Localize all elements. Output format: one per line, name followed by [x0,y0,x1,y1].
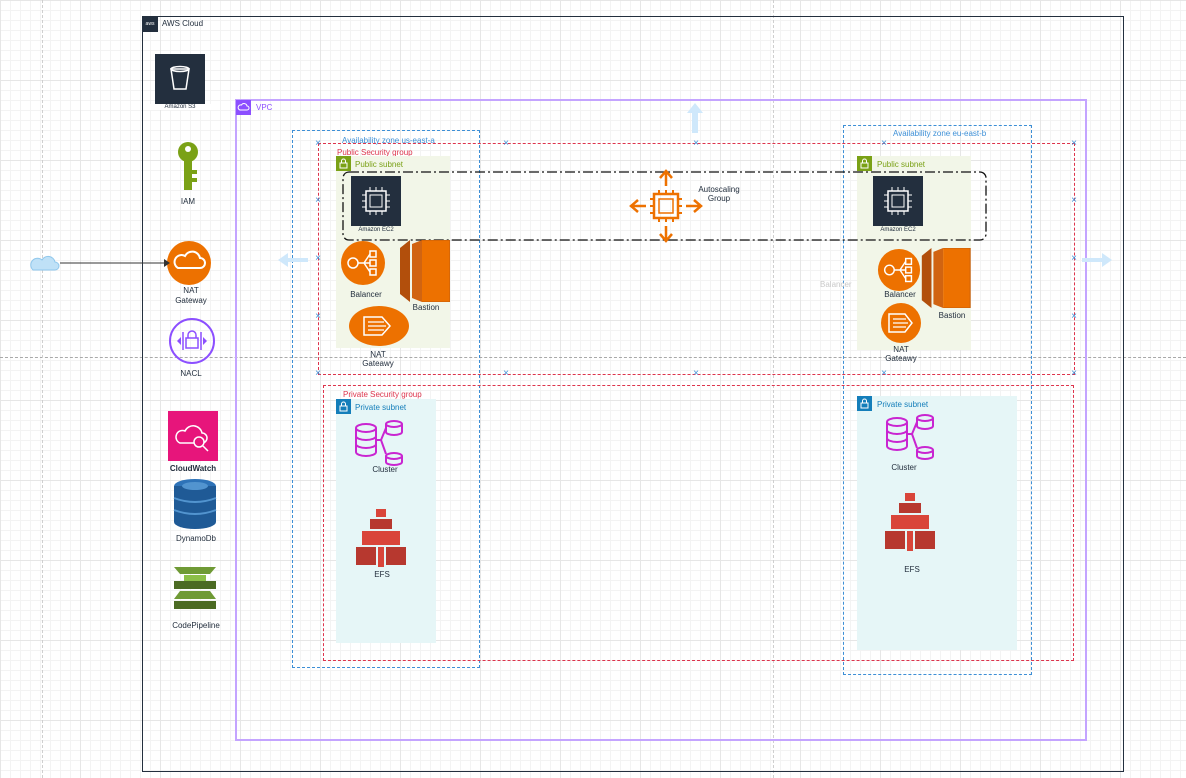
handle-mark[interactable]: × [315,253,321,264]
public-security-group[interactable] [318,143,1075,375]
guide-vertical [42,0,43,778]
autoscaling-label: Autoscaling Group [698,185,740,203]
handle-mark[interactable]: × [315,195,321,206]
connection-arrow [60,258,170,268]
bastion-label: Bastion [412,303,440,312]
handle-mark[interactable]: × [693,138,699,149]
database-cluster-icon[interactable] [354,418,404,466]
efs-icon[interactable] [885,493,935,551]
cluster-label: Cluster [372,465,398,474]
balancer-label: Balancer [884,290,916,299]
availability-zone-b-label: Availability zone eu-east-b [893,129,987,138]
nat-gateway-icon[interactable] [166,240,212,286]
vpc-icon [236,100,251,115]
nat-gateway-label: NAT Gateawy [362,350,394,368]
private-subnet-b-label: Private subnet [877,400,929,409]
public-subnet-a-label: Public subnet [355,160,404,169]
vpc-label: VPC [256,103,273,112]
load-balancer-icon[interactable] [877,248,921,292]
handle-mark[interactable]: × [1071,253,1077,264]
dynamodb-label: DynamoDb [175,534,216,543]
database-cluster-icon[interactable] [885,412,935,460]
aws-logo-icon: aws [142,16,158,32]
handle-mark[interactable]: × [1071,311,1077,322]
autoscaling-icon[interactable] [628,168,704,244]
balancer-label: Balancer [350,290,382,299]
aws-cloud-group[interactable] [142,16,1124,772]
lock-icon [336,399,351,414]
private-security-group[interactable] [323,385,1074,661]
aws-cloud-label: AWS Cloud [162,19,204,28]
private-security-group-label: Private Security group [343,390,422,399]
ec2-instance-icon[interactable] [351,176,401,226]
handle-mark[interactable]: × [1071,195,1077,206]
handle-mark[interactable]: × [503,138,509,149]
s3-bucket-icon[interactable] [155,54,205,104]
availability-zone-a-label: Availability zone us-east-a [342,136,435,145]
handle-mark[interactable]: × [503,368,509,379]
nat-gateway-icon[interactable] [348,305,410,347]
nat-gateway-label: NAT Gateawy [885,345,917,363]
vpc-group[interactable] [235,99,1087,741]
codepipeline-label: CodePipeline [172,621,220,630]
handle-mark[interactable]: × [315,311,321,322]
codepipeline-icon[interactable] [172,561,218,611]
dynamodb-icon[interactable] [172,478,218,530]
iam-key-icon[interactable] [172,140,204,192]
lock-icon [857,396,872,411]
nacl-label: NACL [180,369,202,378]
ec2-instance-icon[interactable] [873,176,923,226]
handle-mark[interactable]: × [315,368,321,379]
efs-icon[interactable] [356,509,406,567]
availability-zone-b[interactable] [843,125,1032,675]
faint-arrow-left [278,253,308,267]
bastion-host-icon[interactable] [400,240,450,302]
efs-label: EFS [374,570,390,579]
faint-arrow-right [1082,253,1112,267]
cloudwatch-icon[interactable] [168,411,218,461]
handle-mark[interactable]: × [315,138,321,149]
private-subnet-b[interactable] [857,396,1017,650]
lock-icon [336,156,351,171]
nat-gateway-label: NAT Gateway [175,286,207,305]
faint-arrow-up [687,103,703,133]
private-subnet-a-label: Private subnet [355,403,407,412]
guide-vertical [773,0,774,778]
ec2-label: Amazon EC2 [358,227,394,233]
nat-gateway-icon[interactable] [879,302,923,344]
handle-mark[interactable]: × [881,138,887,149]
guide-horizontal [0,357,1186,358]
nacl-icon[interactable] [167,316,217,366]
faint-balancer-label: Balancer [820,280,852,289]
s3-label: Amazon S3 [148,104,212,110]
handle-mark[interactable]: × [693,368,699,379]
cluster-label: Cluster [891,463,917,472]
bastion-host-icon[interactable] [921,248,971,308]
public-security-group-label: Public Security group [337,148,413,157]
cloudwatch-label: CloudWatch [169,464,217,473]
internet-cloud-icon[interactable] [28,255,60,273]
public-subnet-b-label: Public subnet [877,160,926,169]
lock-icon [857,156,872,171]
handle-mark[interactable]: × [881,368,887,379]
efs-label: EFS [904,565,920,574]
ec2-label: Amazon EC2 [880,227,916,233]
handle-mark[interactable]: × [1071,368,1077,379]
bastion-label: Bastion [938,311,966,320]
iam-label: IAM [180,197,196,206]
availability-zone-a[interactable] [292,130,480,668]
load-balancer-icon[interactable] [340,240,386,286]
handle-mark[interactable]: × [1071,138,1077,149]
